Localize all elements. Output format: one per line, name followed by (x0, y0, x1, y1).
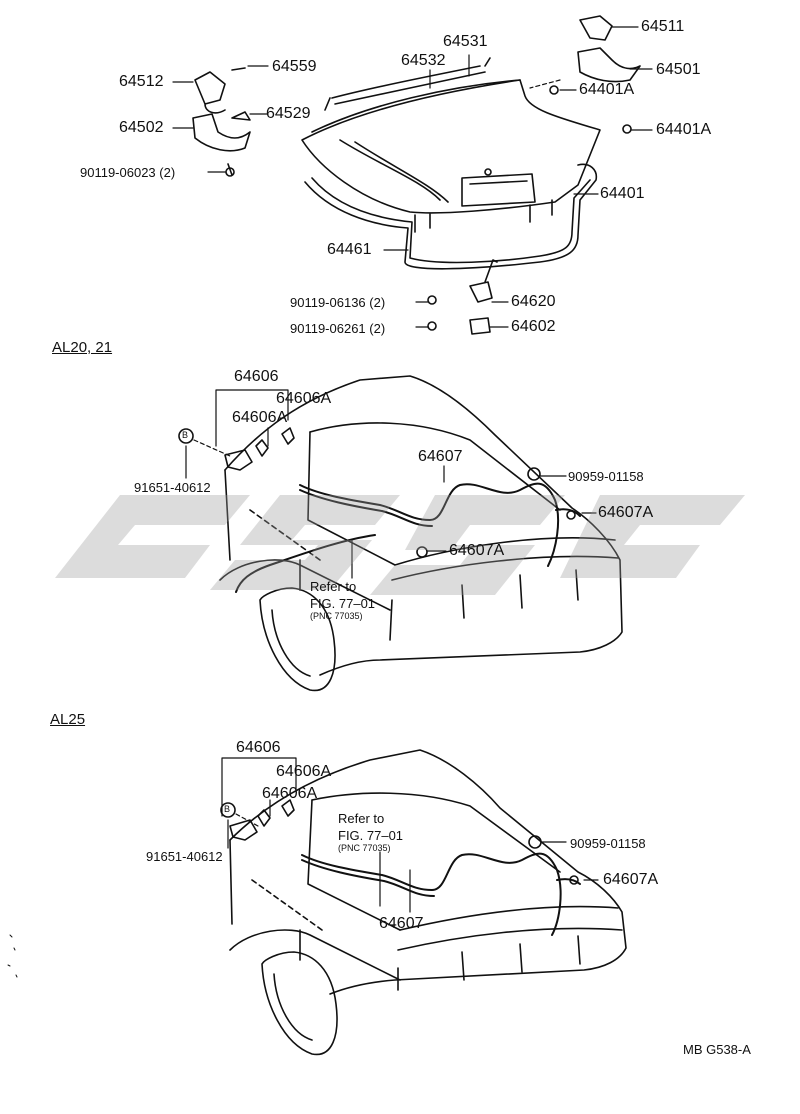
watermark-logo (55, 495, 745, 595)
part-label-64531: 64531 (443, 33, 488, 50)
lock-and-striker-illustration (427, 259, 498, 335)
part-label-64511: 64511 (641, 18, 685, 35)
al25-leader-lines (221, 757, 599, 913)
part-label-64607: 64607 (379, 915, 424, 932)
part-label-64602: 64602 (511, 318, 556, 335)
part-label-91651-40612: 91651-40612 (134, 480, 211, 495)
part-label-64606: 64606 (236, 739, 281, 756)
al2021-wire-harness (235, 482, 581, 593)
part-label-64529: 64529 (266, 105, 311, 122)
part-label-90959-01158: 90959-01158 (568, 469, 644, 484)
part-label-64607a: 64607A (598, 504, 654, 521)
al2021-car-body (219, 375, 623, 692)
al25-lamp-parts (220, 799, 579, 885)
part-label-64501: 64501 (656, 61, 701, 78)
part-label-64559: 64559 (272, 58, 317, 75)
section-heading-al25: AL25 (50, 711, 86, 728)
section-heading-al2021: AL20, 21 (52, 339, 113, 356)
refer-note-pnc: (PNC 77035) (310, 611, 363, 621)
scan-specks (7, 934, 18, 978)
part-label-90119-06023: 90119-06023 (2) (80, 165, 176, 180)
trunk-lid-illustration (301, 79, 601, 233)
part-label-64512: 64512 (119, 73, 164, 90)
part-label-64607a: 64607A (603, 871, 659, 888)
part-label-64620: 64620 (511, 293, 556, 310)
part-label-64401a: 64401A (579, 81, 635, 98)
part-label-64461: 64461 (327, 241, 372, 258)
part-label-64606a: 64606A (276, 390, 332, 407)
drawing-code: MB G538-A (683, 1042, 751, 1057)
part-label-64532: 64532 (401, 52, 446, 69)
refer-note-line2: FIG. 77–01 (338, 828, 404, 843)
al25-wire-harness (301, 852, 581, 936)
part-label-90119-06261: 90119-06261 (2) (290, 321, 386, 336)
part-label-64606a-2: 64606A (232, 409, 288, 426)
al2021-lamp-parts (178, 427, 576, 558)
top-leader-lines (172, 26, 653, 328)
part-label-64606a: 64606A (276, 763, 332, 780)
refer-note-line2: FIG. 77–01 (310, 596, 376, 611)
weatherstrip-illustration (304, 163, 598, 270)
al2021-leader-lines (185, 389, 597, 579)
bolt-badge: B (182, 430, 189, 440)
al25-car-body (229, 749, 627, 1056)
part-label-64606: 64606 (234, 368, 279, 385)
part-label-90959-01158: 90959-01158 (570, 836, 646, 851)
refer-note-pnc: (PNC 77035) (338, 843, 391, 853)
part-label-91651-40612: 91651-40612 (146, 849, 223, 864)
refer-note-line1: Refer to (338, 811, 385, 826)
refer-note-line1: Refer to (310, 579, 357, 594)
part-label-64607a-2: 64607A (449, 542, 505, 559)
part-label-64607: 64607 (418, 448, 463, 465)
part-label-64502: 64502 (119, 119, 164, 136)
part-label-64401a-2: 64401A (656, 121, 712, 138)
part-label-64401: 64401 (600, 185, 645, 202)
part-label-90119-06136: 90119-06136 (2) (290, 295, 386, 310)
part-label-64606a-2: 64606A (262, 785, 318, 802)
bolt-badge: B (224, 804, 231, 814)
